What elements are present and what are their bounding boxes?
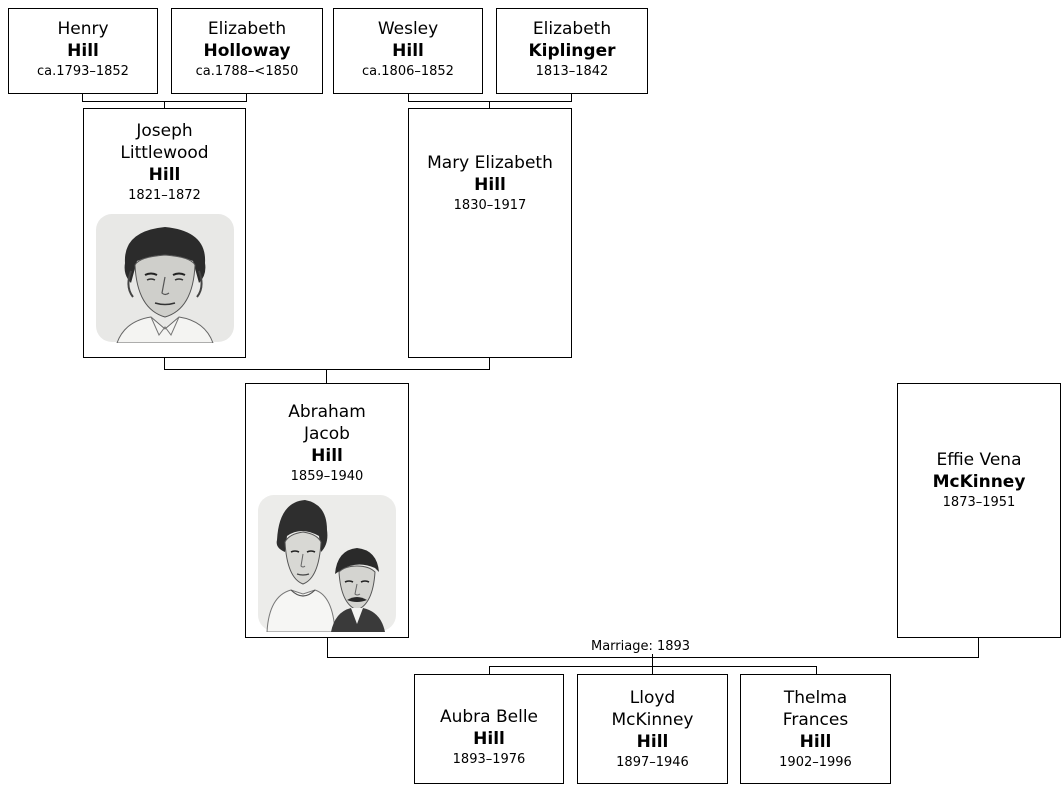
surname: Hill: [67, 41, 99, 61]
person-elizabeth-holloway[interactable]: Elizabeth Holloway ca.1788–<1850: [171, 8, 323, 94]
person-elizabeth-kiplinger[interactable]: Elizabeth Kiplinger 1813–1842: [496, 8, 648, 94]
connector: [326, 369, 327, 384]
given-name: Effie Vena: [936, 450, 1022, 470]
person-henry-hill[interactable]: Henry Hill ca.1793–1852: [8, 8, 158, 94]
surname: Hill: [799, 731, 832, 752]
life-years: ca.1806–1852: [362, 64, 454, 79]
middle-name: McKinney: [611, 709, 694, 730]
person-joseph-littlewood-hill[interactable]: Joseph Littlewood Hill 1821–1872: [83, 108, 246, 358]
person-wesley-hill[interactable]: Wesley Hill ca.1806–1852: [333, 8, 483, 94]
surname: Hill: [148, 165, 181, 185]
life-years: 1821–1872: [128, 188, 201, 203]
given-name: Elizabeth: [532, 19, 612, 39]
life-years: ca.1788–<1850: [195, 64, 299, 79]
person-mary-elizabeth-hill[interactable]: Mary Elizabeth Hill 1830–1917: [408, 108, 572, 358]
surname: Hill: [474, 174, 506, 195]
connector: [327, 637, 328, 658]
given-name: Joseph: [136, 121, 193, 141]
connector: [164, 101, 165, 109]
given-name: Aubra Belle: [439, 706, 539, 727]
surname: Hill: [473, 728, 505, 749]
connector: [652, 666, 653, 675]
connector: [164, 369, 490, 370]
marriage-label: Marriage: 1893: [589, 639, 693, 654]
life-years: 1859–1940: [290, 469, 364, 484]
person-lloyd-mckinney-hill[interactable]: Lloyd McKinney Hill 1897–1946: [577, 674, 728, 784]
connector: [652, 649, 653, 667]
surname: Hill: [636, 731, 669, 752]
connector: [82, 93, 83, 102]
life-years: 1897–1946: [616, 754, 689, 770]
given-name: Mary Elizabeth: [427, 152, 553, 173]
connector: [408, 101, 572, 102]
given-name: Elizabeth: [207, 19, 287, 39]
connector: [489, 666, 490, 675]
connector: [816, 666, 817, 675]
connector: [571, 93, 572, 102]
surname: Holloway: [203, 41, 291, 61]
connector: [164, 357, 165, 370]
given-name: Abraham: [288, 402, 366, 422]
middle-name: Frances: [782, 709, 849, 730]
life-years: ca.1793–1852: [37, 64, 129, 79]
life-years: 1830–1917: [453, 197, 527, 213]
connector: [489, 357, 490, 370]
given-name: Wesley: [377, 19, 439, 39]
portrait-image: [95, 214, 234, 343]
connector: [327, 657, 979, 658]
surname: Kiplinger: [528, 41, 616, 61]
life-years: 1902–1996: [779, 754, 852, 770]
connector: [489, 666, 817, 667]
person-effie-vena-mckinney[interactable]: Effie Vena McKinney 1873–1951: [897, 383, 1061, 638]
middle-name: Littlewood: [120, 143, 209, 163]
life-years: 1893–1976: [452, 751, 526, 767]
life-years: 1813–1842: [535, 64, 609, 79]
portrait-image: [258, 495, 396, 632]
connector: [978, 637, 979, 658]
person-thelma-frances-hill[interactable]: Thelma Frances Hill 1902–1996: [740, 674, 891, 784]
surname: Hill: [392, 41, 424, 61]
surname: Hill: [311, 446, 343, 466]
connector: [408, 93, 409, 102]
given-name: Thelma: [783, 687, 848, 708]
life-years: 1873–1951: [942, 495, 1016, 510]
surname: McKinney: [932, 472, 1026, 492]
middle-name: Jacob: [304, 424, 350, 444]
given-name: Lloyd: [629, 687, 676, 708]
person-aubra-belle-hill[interactable]: Aubra Belle Hill 1893–1976: [414, 674, 564, 784]
connector: [489, 101, 490, 109]
person-abraham-jacob-hill[interactable]: Abraham Jacob Hill 1859–1940: [245, 383, 409, 638]
given-name: Henry: [57, 19, 109, 39]
connector: [246, 93, 247, 102]
